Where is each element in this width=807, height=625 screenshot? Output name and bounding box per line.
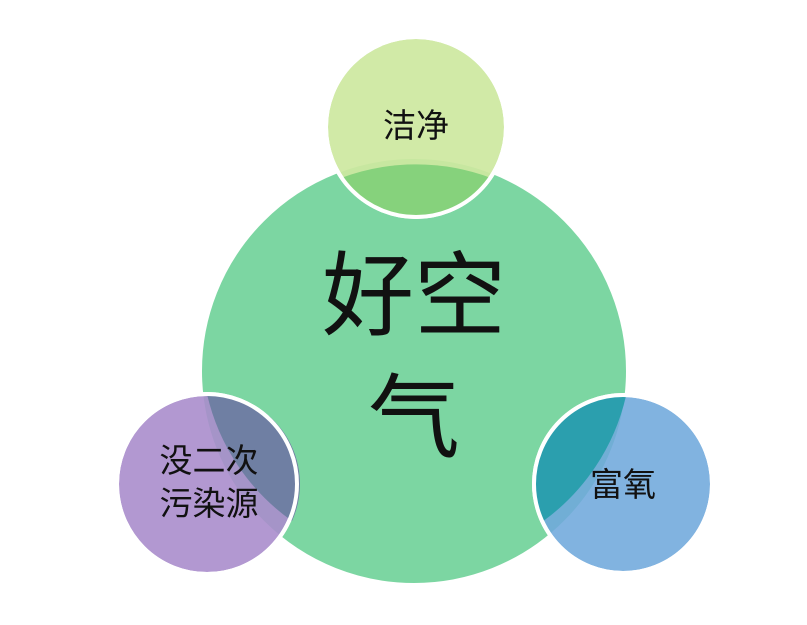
pollution-label-line2: 污染源 bbox=[160, 484, 259, 523]
clean-overlap bbox=[341, 164, 491, 219]
oxygen-overlap bbox=[533, 395, 626, 522]
oxygen-label: 富氧 bbox=[590, 465, 656, 504]
center-title-line2: 气 bbox=[368, 365, 460, 472]
pollution-label-line1: 没二次 bbox=[160, 441, 259, 480]
clean-outline bbox=[324, 35, 508, 219]
pollution-outline bbox=[115, 392, 299, 576]
center-title-line1: 好空 bbox=[322, 243, 506, 350]
clean-label: 洁净 bbox=[383, 106, 449, 145]
oxygen-outline bbox=[532, 393, 714, 575]
